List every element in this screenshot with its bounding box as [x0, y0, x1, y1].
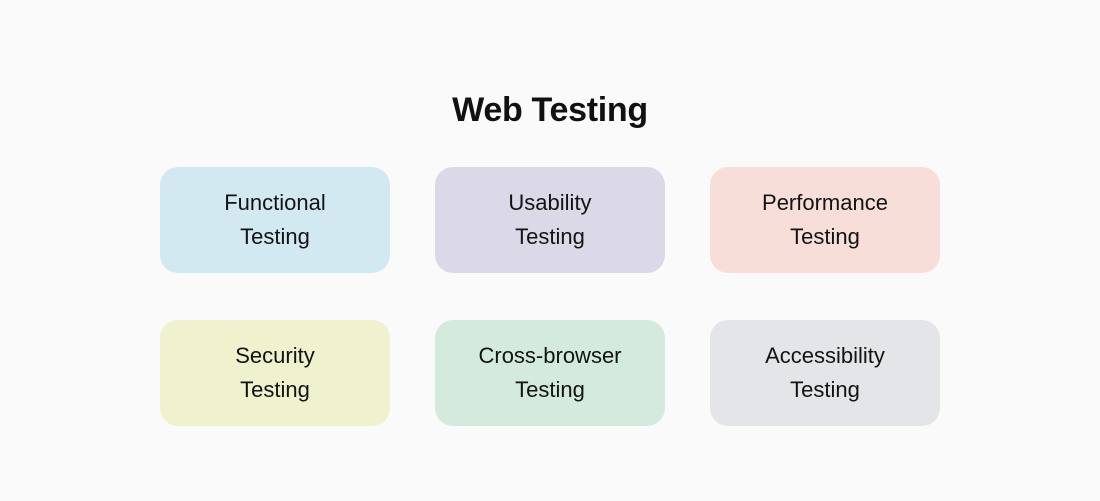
card-cross-browser-testing: Cross-browser Testing	[435, 320, 665, 426]
page-title: Web Testing	[452, 90, 648, 129]
card-label: Accessibility Testing	[765, 339, 885, 407]
card-label-line2: Testing	[240, 224, 310, 249]
card-security-testing: Security Testing	[160, 320, 390, 426]
card-accessibility-testing: Accessibility Testing	[710, 320, 940, 426]
card-label-line1: Security	[235, 343, 315, 368]
card-label-line1: Performance	[762, 190, 888, 215]
card-label-line2: Testing	[790, 377, 860, 402]
card-label-line2: Testing	[515, 224, 585, 249]
card-label: Security Testing	[235, 339, 314, 407]
card-label-line1: Usability	[508, 190, 592, 215]
card-label-line1: Accessibility	[765, 343, 885, 368]
card-grid: Functional Testing Usability Testing Per…	[160, 167, 940, 426]
card-label: Functional Testing	[224, 186, 326, 254]
card-label-line2: Testing	[240, 377, 310, 402]
card-label: Cross-browser Testing	[478, 339, 621, 407]
card-usability-testing: Usability Testing	[435, 167, 665, 273]
card-functional-testing: Functional Testing	[160, 167, 390, 273]
card-label: Usability Testing	[508, 186, 591, 254]
card-performance-testing: Performance Testing	[710, 167, 940, 273]
card-label-line1: Cross-browser	[478, 343, 622, 368]
card-label-line2: Testing	[790, 224, 860, 249]
card-label: Performance Testing	[762, 186, 888, 254]
card-label-line2: Testing	[515, 377, 585, 402]
card-label-line1: Functional	[224, 190, 326, 215]
